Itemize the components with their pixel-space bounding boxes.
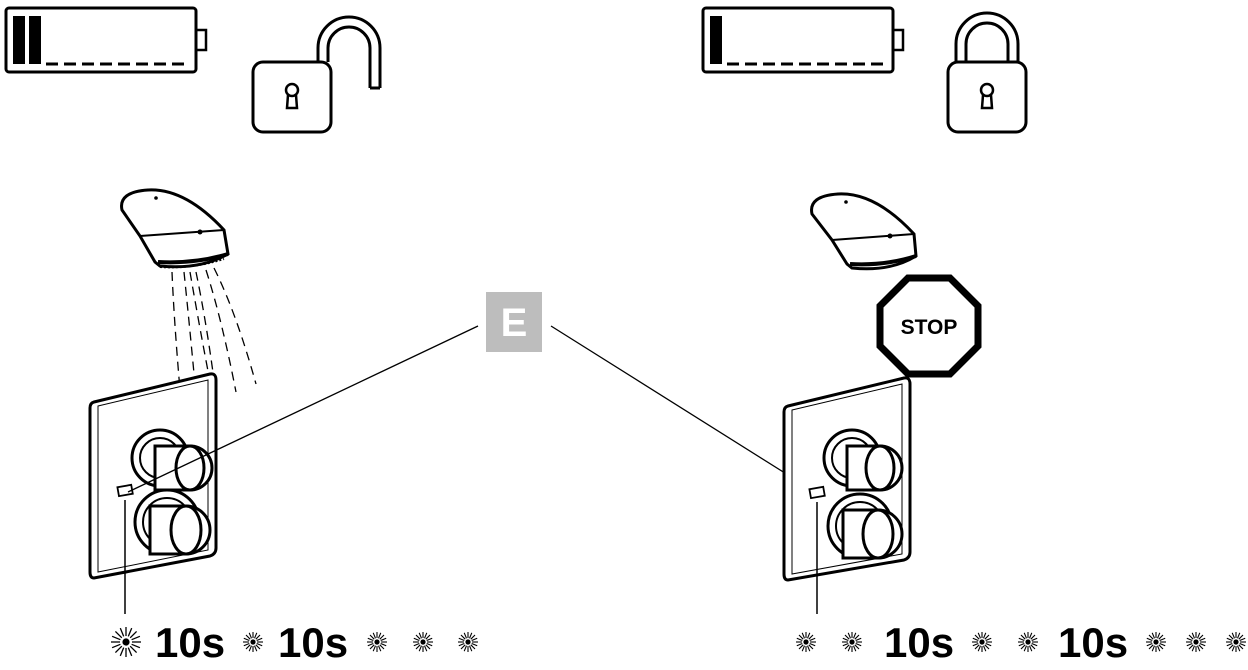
flash-icon [1225,631,1247,653]
closed-padlock-icon [946,11,1028,134]
right-timer-2: 10s [1058,619,1128,666]
left-thermostat-panel [88,372,218,614]
right-shower-head-icon [810,192,918,271]
flash-icon [841,631,863,653]
right-timer-1: 10s [884,619,954,666]
right-thermostat-panel [782,376,912,614]
open-padlock-icon [251,15,382,134]
callout-e: E [127,292,813,493]
flash-icon [795,631,817,653]
flash-icon [971,631,993,653]
flash-icon [1185,631,1207,653]
flash-icon [242,631,264,653]
flash-icon [457,631,479,653]
flash-icon [1145,631,1167,653]
right-blink-sequence: 10s 10s [795,619,1247,666]
left-timer-1: 10s [155,619,225,666]
left-battery-icon [4,6,208,74]
right-battery-icon [701,6,905,74]
left-shower-head-icon [120,188,230,269]
flash-icon [412,631,434,653]
stop-sign-label: STOP [901,316,958,339]
callout-e-label: E [501,301,528,345]
flash-icon [366,631,388,653]
left-blink-sequence: 10s 10s [110,619,479,666]
flash-icon [110,626,142,658]
stop-sign-icon: STOP [876,274,982,378]
left-timer-2: 10s [278,619,348,666]
flash-icon [1017,631,1039,653]
